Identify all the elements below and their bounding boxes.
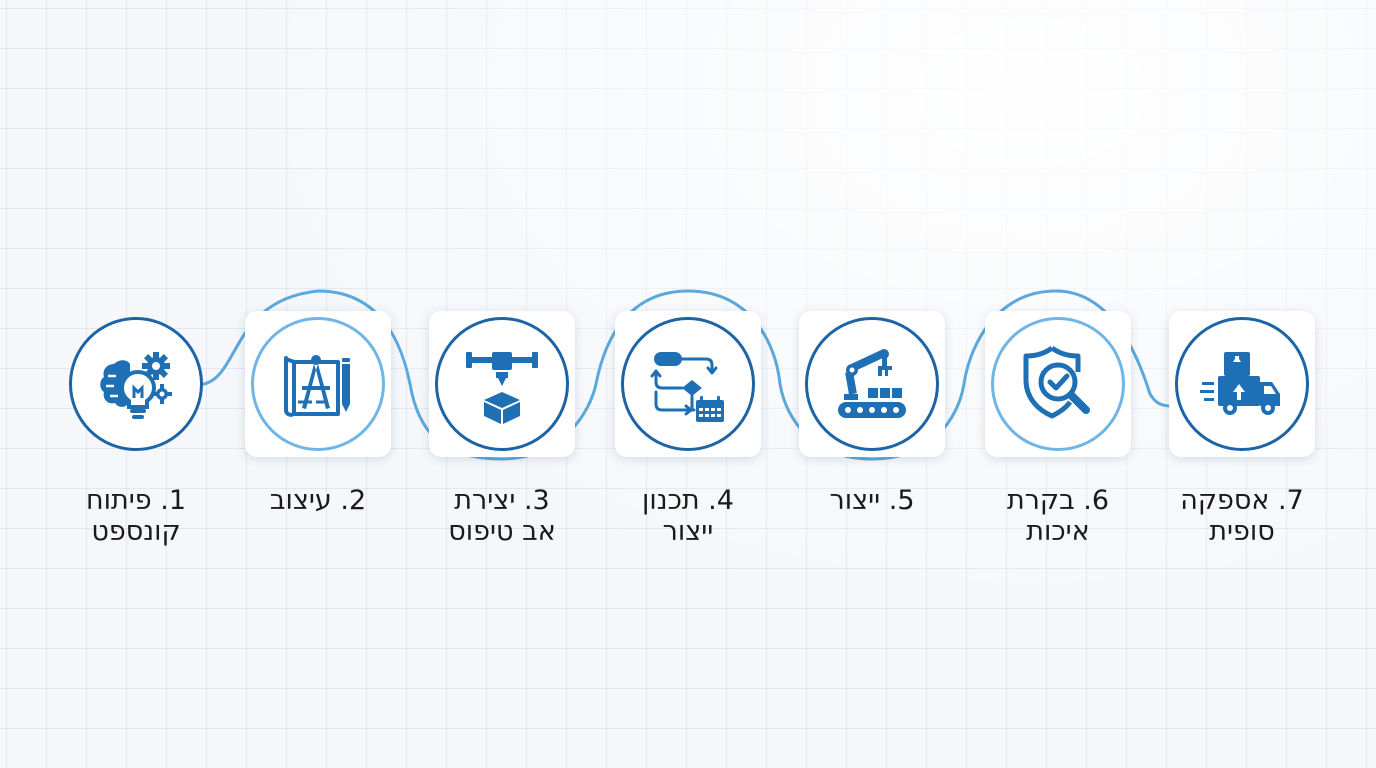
- 3d-printer-cube-icon: [466, 352, 538, 424]
- brain-bulb-gears-icon: [100, 352, 172, 419]
- step-icon-ring: [251, 317, 385, 451]
- step-label: 1. פיתוח קונספט: [86, 485, 186, 547]
- step-card: [1169, 311, 1315, 457]
- step-card: [985, 311, 1131, 457]
- shield-check-magnifier-icon: [1023, 345, 1090, 419]
- step-card: [799, 311, 945, 457]
- step-icon-ring: [991, 317, 1125, 451]
- step-icon-ring: [69, 317, 203, 451]
- step-label: 2. עיצוב: [269, 485, 367, 516]
- step-card: [615, 311, 761, 457]
- step-icon-ring: [1175, 317, 1309, 451]
- step-card: [63, 311, 209, 457]
- step-icon-ring: [805, 317, 939, 451]
- step-label: 3. יצירת אב טיפוס: [448, 485, 556, 547]
- delivery-truck-icon: [1200, 352, 1280, 415]
- step-label: 7. אספקה סופית: [1180, 485, 1304, 547]
- step-card: [429, 311, 575, 457]
- blueprint-compass-pencil-icon: [284, 355, 350, 417]
- robot-arm-conveyor-icon: [838, 349, 906, 418]
- step-icon-ring: [435, 317, 569, 451]
- flowchart-calendar-icon: [650, 352, 724, 422]
- step-label: 5. ייצור: [829, 485, 915, 516]
- step-label: 4. תכנון ייצור: [642, 485, 734, 547]
- step-icon-ring: [621, 317, 755, 451]
- step-card: [245, 311, 391, 457]
- step-label: 6. בקרת איכות: [1006, 485, 1110, 547]
